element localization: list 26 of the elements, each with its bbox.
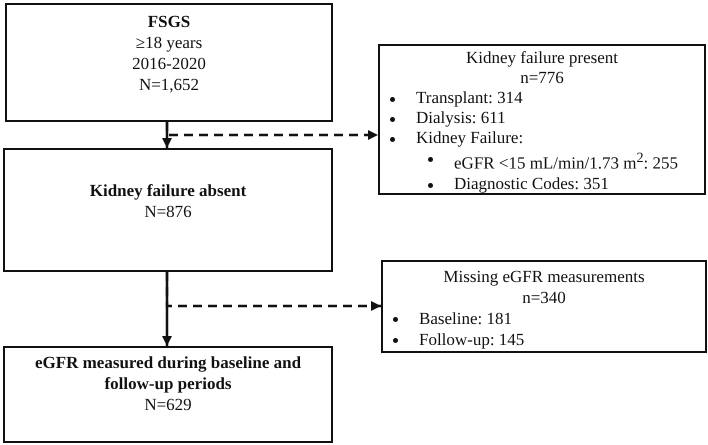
box-heading: Missing eGFR measurements [442, 266, 646, 287]
box-heading: Kidney failure present [465, 48, 619, 68]
box-text: N=629 [143, 394, 193, 415]
box-text: ≥18 years [134, 32, 204, 53]
process-box [381, 260, 707, 353]
bullet-item: Kidney Failure: [388, 128, 696, 148]
bullet-item: Transplant: 314 [388, 88, 696, 108]
bullet-item: Diagnostic Codes: 351 [388, 174, 696, 194]
box-heading: FSGS [146, 11, 192, 32]
process-box [378, 44, 706, 195]
bullet-item: Follow-up: 145 [391, 329, 697, 350]
process-box [5, 3, 333, 122]
arrow [162, 122, 172, 148]
box-text: N=876 [143, 201, 193, 222]
box-heading: eGFR measured during baseline and follow-up periods [34, 352, 302, 394]
bullet-item: eGFR <15 mL/min/1.73 m$^{2}$: 255 [388, 148, 696, 174]
box-text: 2016-2020 [131, 53, 207, 74]
bullet-item: Dialysis: 611 [388, 108, 696, 128]
bullet-item: Baseline: 181 [391, 308, 697, 329]
box-text: n=340 [521, 287, 567, 308]
arrow [162, 272, 172, 346]
box-heading: Kidney failure absent [88, 180, 248, 201]
box-text: n=776 [519, 68, 565, 88]
process-box [3, 148, 333, 272]
box-text: N=1,652 [138, 74, 200, 95]
process-box [3, 346, 333, 443]
